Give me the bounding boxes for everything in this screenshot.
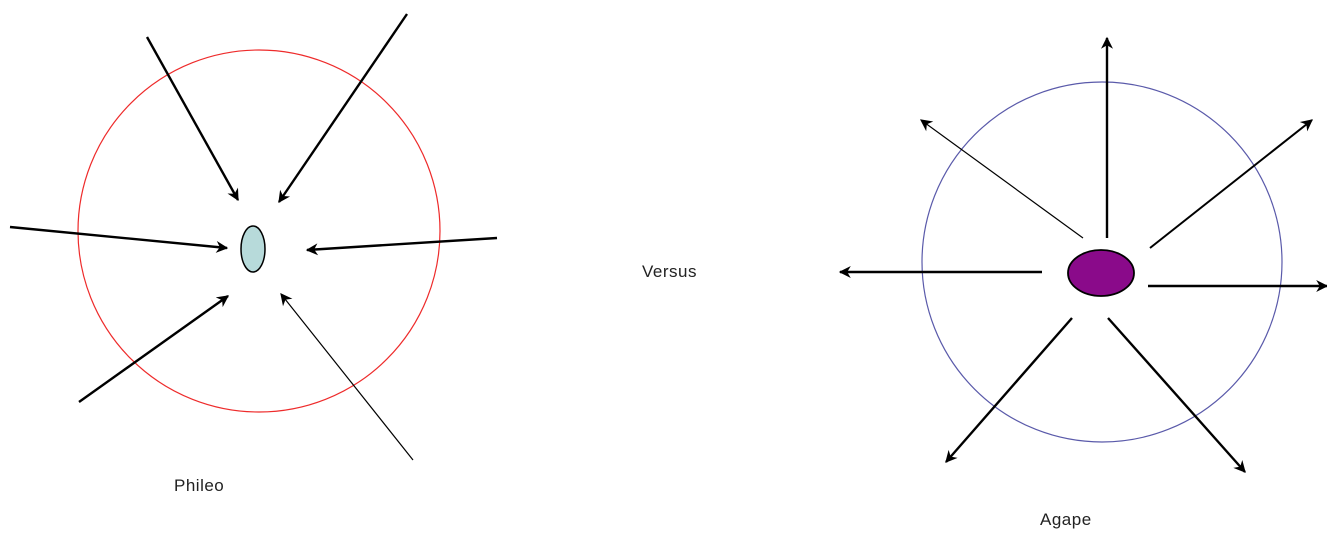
- phileo-arrow-top-left: [145, 36, 240, 202]
- agape-arrow-lower-left: [945, 317, 1073, 463]
- phileo-circle: [77, 49, 441, 413]
- agape-center: [1067, 249, 1135, 297]
- phileo-arrow-bottom-left: [78, 295, 229, 403]
- phileo-arrow-top-right: [278, 13, 408, 203]
- phileo-arrow-right: [305, 236, 498, 256]
- phileo-arrow-bottom-right: [280, 293, 414, 461]
- phileo-label: Phileo: [174, 476, 224, 495]
- phileo-center: [240, 225, 266, 273]
- agape-circle: [921, 81, 1283, 443]
- agape-label: Agape: [1040, 510, 1092, 529]
- agape-arrow-lower-right: [1107, 317, 1246, 473]
- phileo-diagram: Phileo: [9, 13, 498, 495]
- agape-diagram: Agape: [838, 36, 1327, 529]
- phileo-arrow-left: [9, 225, 229, 253]
- versus-label: Versus: [642, 262, 697, 281]
- agape-arrow-upper-left: [920, 119, 1084, 239]
- agape-arrow-upper-right: [1149, 119, 1313, 249]
